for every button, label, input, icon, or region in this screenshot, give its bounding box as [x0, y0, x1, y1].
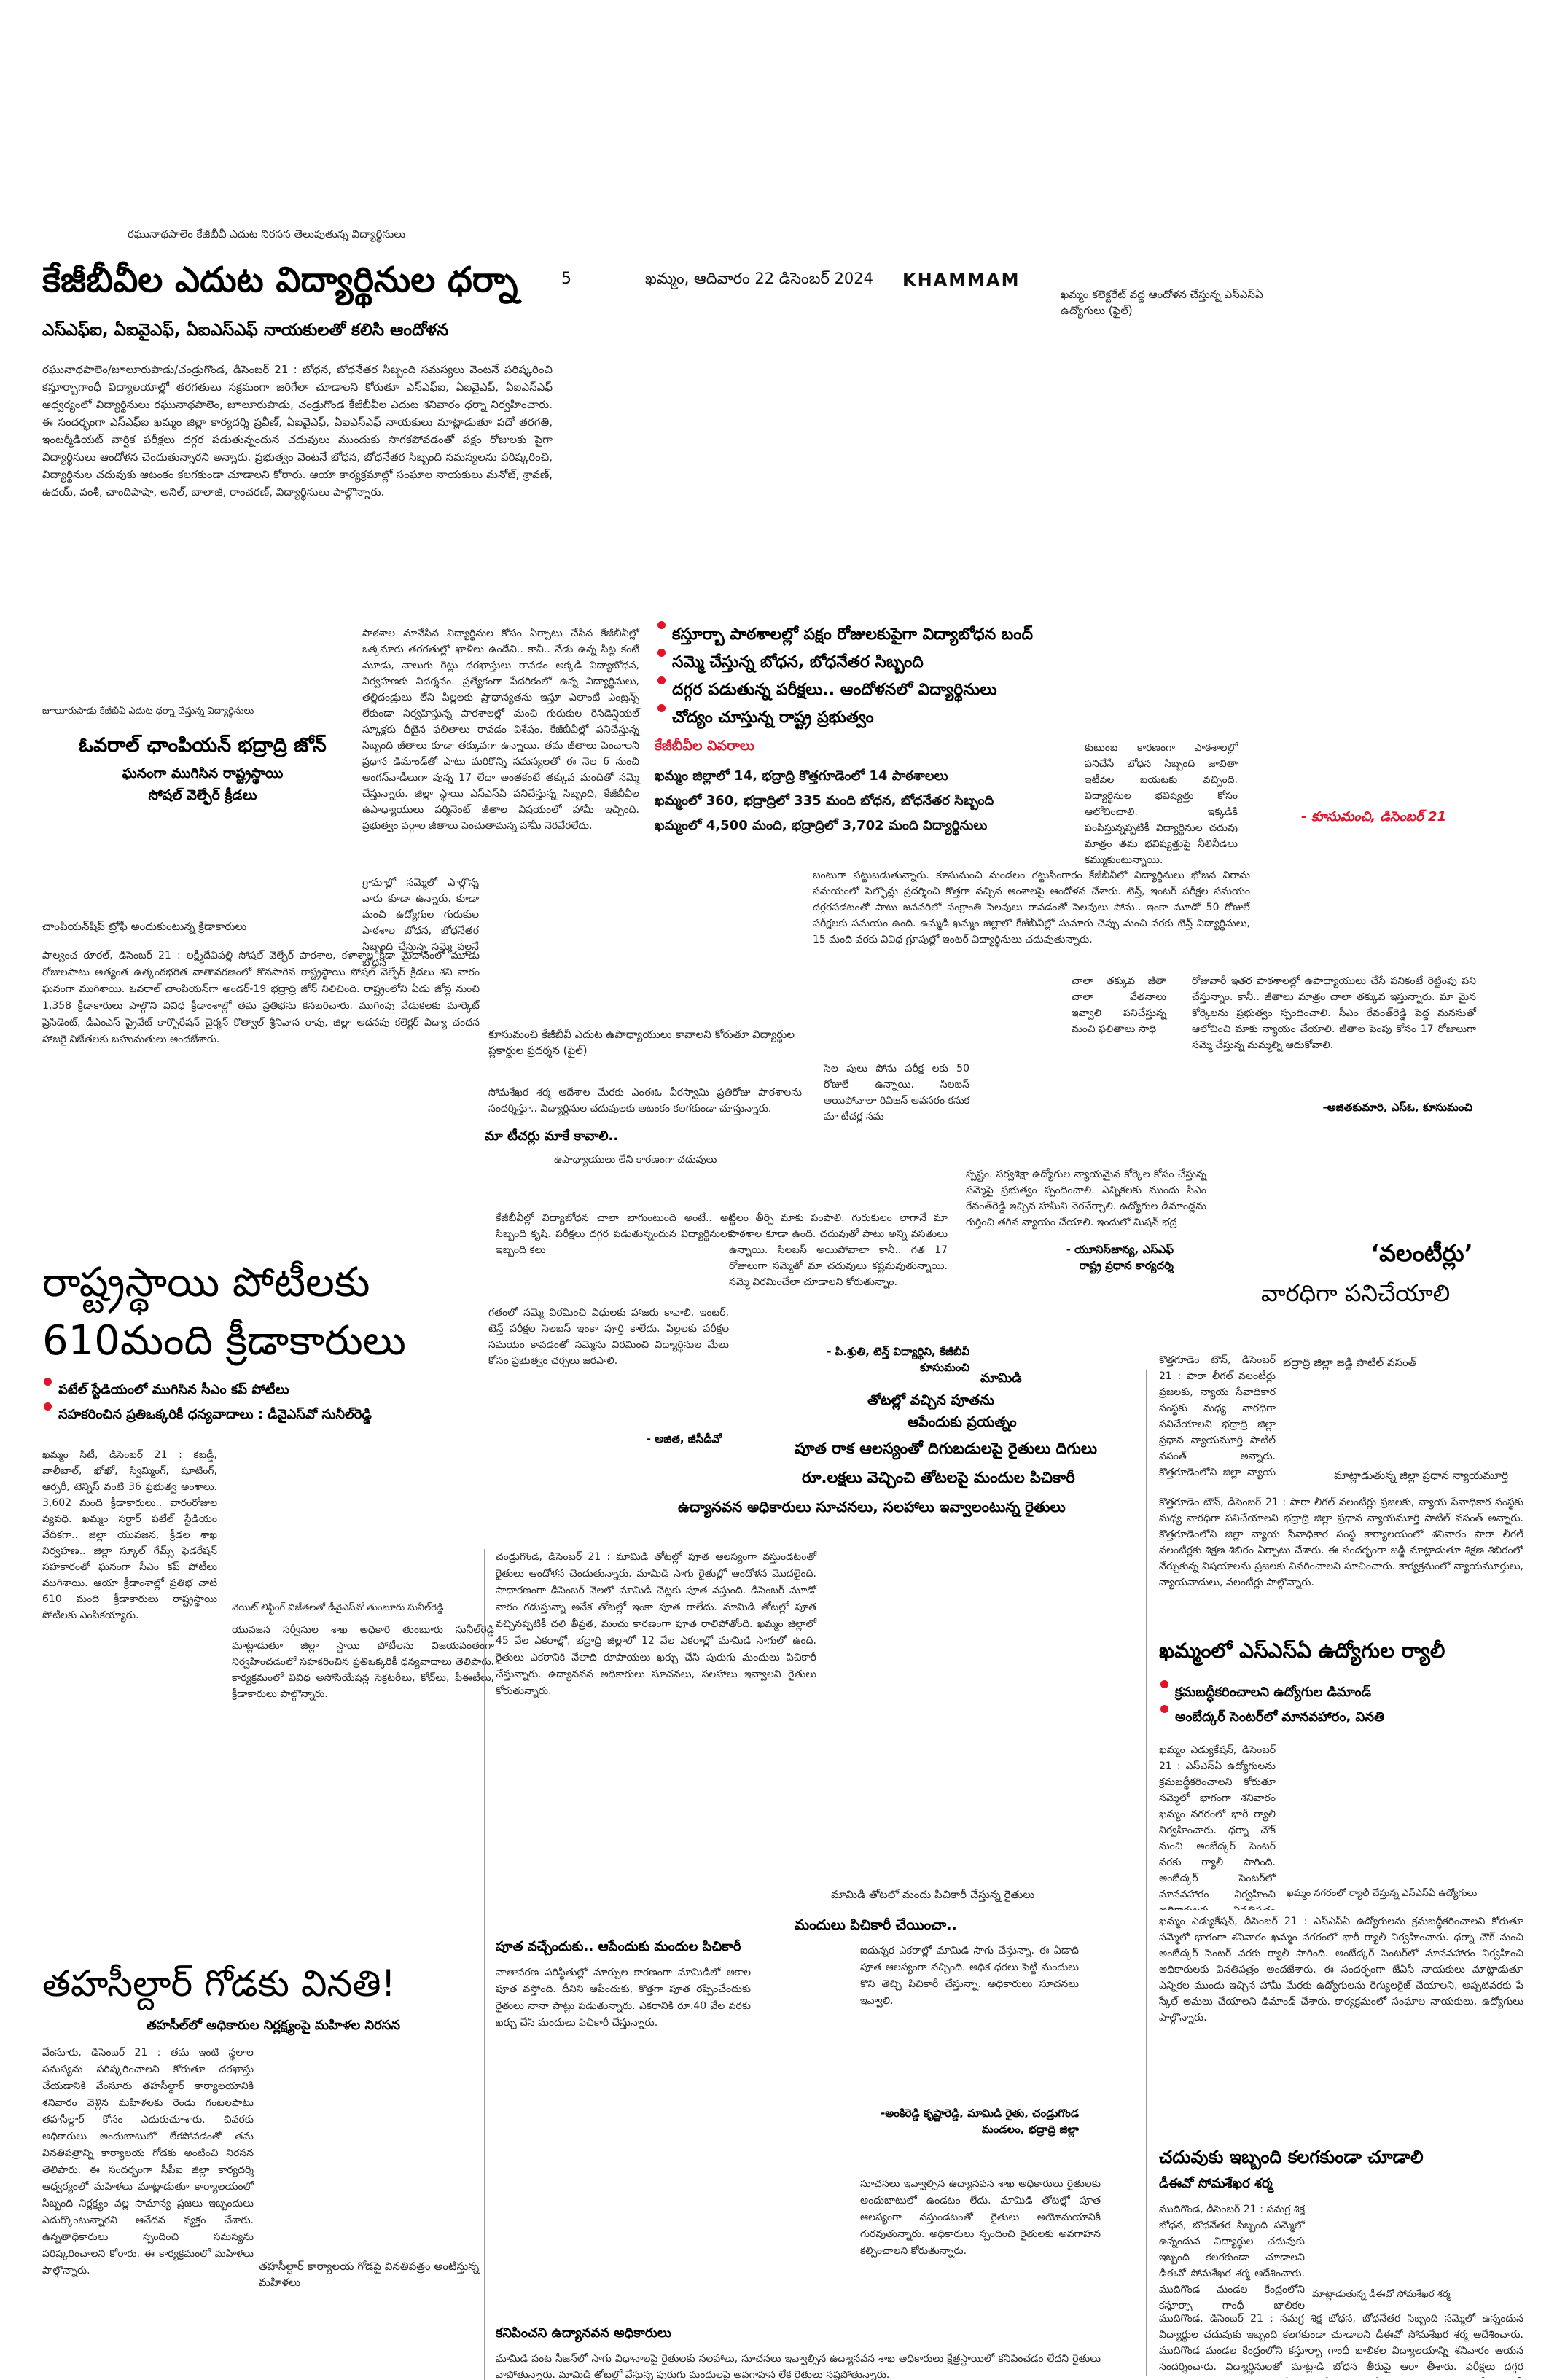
kasturba-col2: కుటుంబ కారణంగా పాఠశాలల్లో పనిచేసే బోధన స…	[1085, 742, 1238, 866]
mango-head-c: ఉద్యానవన అధికారులు సూచనలు, సలహాలు ఇవ్వాల…	[678, 1498, 1066, 1515]
photo-caption-judge-speaking: మాట్లాడుతున్న జిల్లా ప్రధాన న్యాయమూర్తి	[1334, 1469, 1509, 1482]
photo-caption-kgbv: రఘునాథపాలెం కేజీబీవీ ఎదుట నిరసన తెలుపుతు…	[128, 227, 406, 241]
photo-caption-judge: భద్రాద్రి జిల్లా జడ్జి పాటిల్ వసంత్	[1283, 1356, 1417, 1369]
ssa-rally-body-narrow: ఖమ్మం ఎడ్యుకేషన్, డిసెంబర్ 21 : ఎస్ఎస్ఏ …	[1159, 1744, 1276, 1910]
champion-subhead-2: సోషల్ వెల్ఫేర్ క్రీడలు	[148, 787, 257, 803]
kgbv-detail-line: ఖమ్మం జిల్లాలో 14, భద్రాద్రి కొత్తగూడెంల…	[655, 768, 948, 784]
photo-caption-kusumanchi: కూసుమంచి కేజీబీవీ ఎదుట ఉపాధ్యాయులు కావాల…	[488, 1028, 795, 1057]
tahsildar-headline: తహసీల్దార్ గోడకు వినతి!	[42, 1962, 396, 2005]
ssa-bullet: అంబేద్కర్ సెంటర్‌లో మానవహారం, వినతి	[1159, 1705, 1523, 1730]
kasturba-col3: బంటుగా పట్టుబడుతున్నారు. కూసుమంచి మండలం …	[813, 870, 1250, 945]
photo-caption-deo: మాట్లాడుతున్న డీఈవో సోమశేఖర శర్మ	[1312, 2289, 1451, 2300]
sports-bullet: పటేల్ స్టేడియంలో ముగిసిన సీఎం కప్ పోటీలు	[42, 1378, 494, 1402]
photo-caption-tahsildar: తహసీల్దార్ కార్యాలయ గోడపై వినతిపత్రం అంట…	[259, 2260, 480, 2289]
kasturba-col1-narrow: గ్రామాల్లో సమ్మెలో పాల్గొన్న వారు కూడా ఉ…	[362, 877, 479, 969]
mango-head-mid: తోటల్లో వచ్చిన పూతను	[867, 1392, 994, 1408]
kgbv-detail-line: ఖమ్మంలో 4,500 మంది, భద్రాద్రిలో 3,702 మం…	[655, 818, 988, 833]
sports-body-right: యువజన సర్వీసుల శాఖ అధికారి తుంబూరు సునీల…	[232, 1624, 494, 1700]
mango-subhead-quote: మందులు పిచికారీ చేయించా..	[795, 1917, 957, 1933]
dateline: ఖమ్మం, ఆదివారం 22 డిసెంబర్ 2024	[645, 270, 874, 287]
mango-bottom-body: మామిడి పంట సీజన్‌లో సాగు విధానాలపై రైతుల…	[496, 2353, 1101, 2380]
page-number: 5	[561, 270, 571, 288]
deo-body-narrow: ముదిగొండ, డిసెంబర్ 21 : సమగ్ర శిక్ష బోధన…	[1159, 2204, 1305, 2311]
mango-bottom-head: కనిపించని ఉద్యానవన అధికారులు	[496, 2325, 671, 2341]
kasturba-bullet: సమ్మె చేస్తున్న బోధన, బోధనేతర సిబ్బంది	[656, 649, 1093, 676]
champion-subhead-1: ఘనంగా ముగిసిన రాష్ట్రస్థాయి	[122, 765, 284, 781]
photo-caption-mango: మామిడి తోటలో మందు పిచికారీ చేస్తున్న రైత…	[831, 1888, 1035, 1901]
volunteers-body: కొత్తగూడెం టౌన్, డిసెంబర్ 21 : పారా లీగల…	[1159, 1354, 1276, 1483]
mango-body2: వాతావరణ పరిస్థితుల్లో మార్పుల కారణంగా మా…	[496, 1967, 751, 2029]
ssa-rally-bullets: క్రమబద్ధీకరించాలని ఉద్యోగుల డిమాండ్ అంబే…	[1159, 1680, 1523, 1730]
quote-head-teachers: మా టీచర్లు మాకే కావాలి..	[485, 1128, 619, 1144]
volunteers-headline-2: వారధిగా పనిచేయాలి	[1261, 1279, 1451, 1307]
kasturba-col4: రోజువారీ ఇతర పాఠశాలల్లో ఉపాధ్యాయులు చేసే…	[1192, 975, 1476, 1051]
kasturba-sig-col4: -అజితకుమారి, ఎస్ఓ, కూసుమంచి	[1322, 1101, 1472, 1114]
sports-big-headline-2: 610మంది క్రీడాకారులు	[42, 1317, 406, 1365]
quote-teachers-a: ఉపాధ్యాయులు లేని కారణంగా చదువులు	[554, 1154, 717, 1166]
mango-quote: ఐదున్నర ఎకరాల్లో మామిడి సాగు చేస్తున్నా.…	[860, 1945, 1079, 2007]
champion-body: పాల్వంచ రూరల్, డిసెంబర్ 21 : లక్ష్మీదేవి…	[42, 950, 480, 1045]
photo-caption-trophy: చాంపియన్‌షిప్ ట్రోఫీ అందుకుంటున్న క్రీడా…	[42, 920, 247, 933]
mango-head-mid2: ఆపేందుకు ప్రయత్నం	[908, 1414, 1017, 1430]
sig-sfi: - యూనిస్‌జాన్య, ఎస్ఎఫ్ రాష్ట్ర ప్రధాన కా…	[1066, 1243, 1174, 1272]
ssa-rally-headline: ఖమ్మంలో ఎస్ఎస్ఏ ఉద్యోగుల ర్యాలీ	[1159, 1639, 1445, 1663]
kgbv-details: ఖమ్మం జిల్లాలో 14, భద్రాద్రి కొత్తగూడెంల…	[655, 764, 1092, 838]
ssa-rally-body: ఖమ్మం ఎడ్యుకేషన్, డిసెంబర్ 21 : ఎస్ఎస్ఏ …	[1159, 1916, 1523, 2024]
mango-head-a: పూత రాక ఆలస్యంతో దిగుబడులపై రైతులు దిగుల…	[795, 1440, 1098, 1457]
quote-sfi: స్పష్టం. సర్వశిక్షా ఉద్యోగుల న్యాయమైన కో…	[966, 1168, 1206, 1228]
kasturba-col-bottom: గతంలో సమ్మె విరమించి విధులకు హాజరు కావాల…	[488, 1307, 729, 1367]
mango-kicker: మామిడి	[980, 1370, 1022, 1386]
kgbv-detail-line: ఖమ్మంలో 360, భద్రాద్రిలో 335 మంది బోధన, …	[655, 793, 994, 808]
photo-caption-weightlifting: వెయిట్ లిఫ్టింగ్ విజేతలతో డీవైఎస్‌వో తుం…	[232, 1602, 444, 1613]
kgbv-details-label: కేజీబీవీల వివరాలు	[655, 738, 754, 754]
kgbv-headline: కేజీబీవీల ఎదుట విద్యార్థినుల ధర్నా	[42, 260, 518, 300]
column-rule	[1146, 1370, 1147, 2376]
sig-gcdo: - అజిత, జీసీడీవో	[646, 1432, 722, 1445]
mango-subhead-spray: పూత వచ్చేందుకు.. ఆపేందుకు మందుల పిచికారీ	[496, 1939, 741, 1954]
sports-bullets: పటేల్ స్టేడియంలో ముగిసిన సీఎం కప్ పోటీలు…	[42, 1378, 494, 1427]
sig-student: - పి.శ్రుతి, టెన్త్ విద్యార్థిని, కేజీబీ…	[827, 1345, 969, 1374]
mango-bottom-right: సూచనలు ఇవ్వాల్సిన ఉద్యానవన శాఖ అధికారులు…	[860, 2178, 1101, 2257]
kasturba-dateline: - కూసుమంచి, డిసెంబర్ 21	[1301, 809, 1447, 824]
ssa-bullet: క్రమబద్ధీకరించాలని ఉద్యోగుల డిమాండ్	[1159, 1680, 1523, 1705]
volunteers-body-wide: కొత్తగూడెం టౌన్, డిసెంబర్ 21 : పారా లీగల…	[1159, 1497, 1523, 1588]
column-rule	[484, 1549, 485, 2380]
deo-headline: చదువుకు ఇబ్బంది కలగకుండా చూడాలి	[1159, 2147, 1424, 2167]
sports-body-left: ఖమ్మం సిటీ, డిసెంబర్ 21 : కబడ్డీ, వాలీబా…	[42, 1449, 217, 1621]
kgbv-subhead: ఎస్ఎఫ్ఐ, ఏఐవైఎఫ్, ఏఐఎస్ఎఫ్ నాయకులతో కలిస…	[42, 321, 449, 340]
kasturba-col1: పాఠశాల మానేసిన విద్యార్థినుల కోసం ఏర్పాట…	[362, 628, 639, 832]
photo-caption-ssa: ఖమ్మం కలెక్టరేట్ వద్ద ఆందోళన చేస్తున్న ఎ…	[1061, 288, 1263, 317]
photo-caption-julurupadu: జూలూరుపాడు కేజీబీవీ ఎదుట ధర్నా చేస్తున్న…	[42, 706, 254, 717]
photo-caption-ssa-rally: ఖమ్మం నగరంలో ర్యాలీ చేస్తున్న ఎస్ఎస్ఏ ఉద…	[1287, 1888, 1478, 1899]
mango-body: చండ్రుగొండ, డిసెంబర్ 21 : మామిడి తోటల్లో…	[496, 1551, 816, 1697]
kasturba-quote-mid: చాలా తక్కువ జీతా చాలా వేతనాలు ఇవ్వాలి పన…	[1072, 975, 1166, 1035]
quote-meo: సోమశేఖర శర్మ ఆదేశాల మేరకు ఎంఈఓ వీరస్వామి…	[488, 1087, 802, 1115]
mango-head-b: రూ.లక్షలు వెచ్చించి తోటలపై మందుల పిచికార…	[802, 1469, 1075, 1486]
volunteers-headline-1: ‘వలంటీర్లు’	[1370, 1239, 1473, 1267]
deo-subhead: డీఈవో సోమశేఖర శర్మ	[1159, 2176, 1273, 2191]
tahsildar-subhead: తహసీల్‌లో అధికారుల నిర్లక్ష్యంపై మహిళల న…	[146, 2018, 401, 2033]
tahsildar-body: వేంసూరు, డిసెంబర్ 21 : తమ ఇంటి స్థలాల సమ…	[42, 2047, 254, 2276]
quote-student: స్థలం తీర్చి మాకు పంపాలి. గురుకులం లాగాన…	[729, 1212, 948, 1288]
kasturba-bullet: దగ్గర పడుతున్న పరీక్షలు.. ఆందోళనలో విద్య…	[656, 676, 1093, 704]
kgbv-body: రఘునాథపాలెం/జూలూరుపాడు/చండ్రుగొండ, డిసెం…	[42, 363, 553, 499]
deo-body: ముదిగొండ, డిసెంబర్ 21 : సమగ్ర శిక్ష బోధన…	[1159, 2313, 1523, 2378]
sports-big-headline-1: రాష్ట్రస్థాయి పోటీలకు	[42, 1259, 370, 1306]
mango-sig: -అంకిరెడ్డి కృష్ణారెడ్డి, మామిడి రైతు, చ…	[881, 2107, 1079, 2136]
kasturba-bullets: కస్తూర్బా పాఠశాలల్లో పక్షం రోజులకుపైగా వ…	[656, 621, 1093, 732]
champion-headline: ఓవరాల్ ఛాంపియన్ భద్రాద్రి జోన్	[79, 734, 327, 757]
sports-bullet: సహకరించిన ప్రతిఒక్కరికీ ధన్యవాదాలు : డీవ…	[42, 1402, 494, 1427]
kasturba-bullet: కస్తూర్బా పాఠశాలల్లో పక్షం రోజులకుపైగా వ…	[656, 621, 1093, 649]
edition-name: KHAMMAM	[902, 270, 1021, 290]
kasturba-bullet: చోద్యం చూస్తున్న రాష్ట్ర ప్రభుత్వం	[656, 704, 1093, 732]
quote-teachers: కేజీబీవీల్లో విద్యాబోధన చాలా బాగుంటుంది …	[496, 1212, 736, 1256]
quote-narrow: సెల పులు పోను పరీక్ష లకు 50 రోజులే ఉన్నా…	[824, 1063, 969, 1123]
